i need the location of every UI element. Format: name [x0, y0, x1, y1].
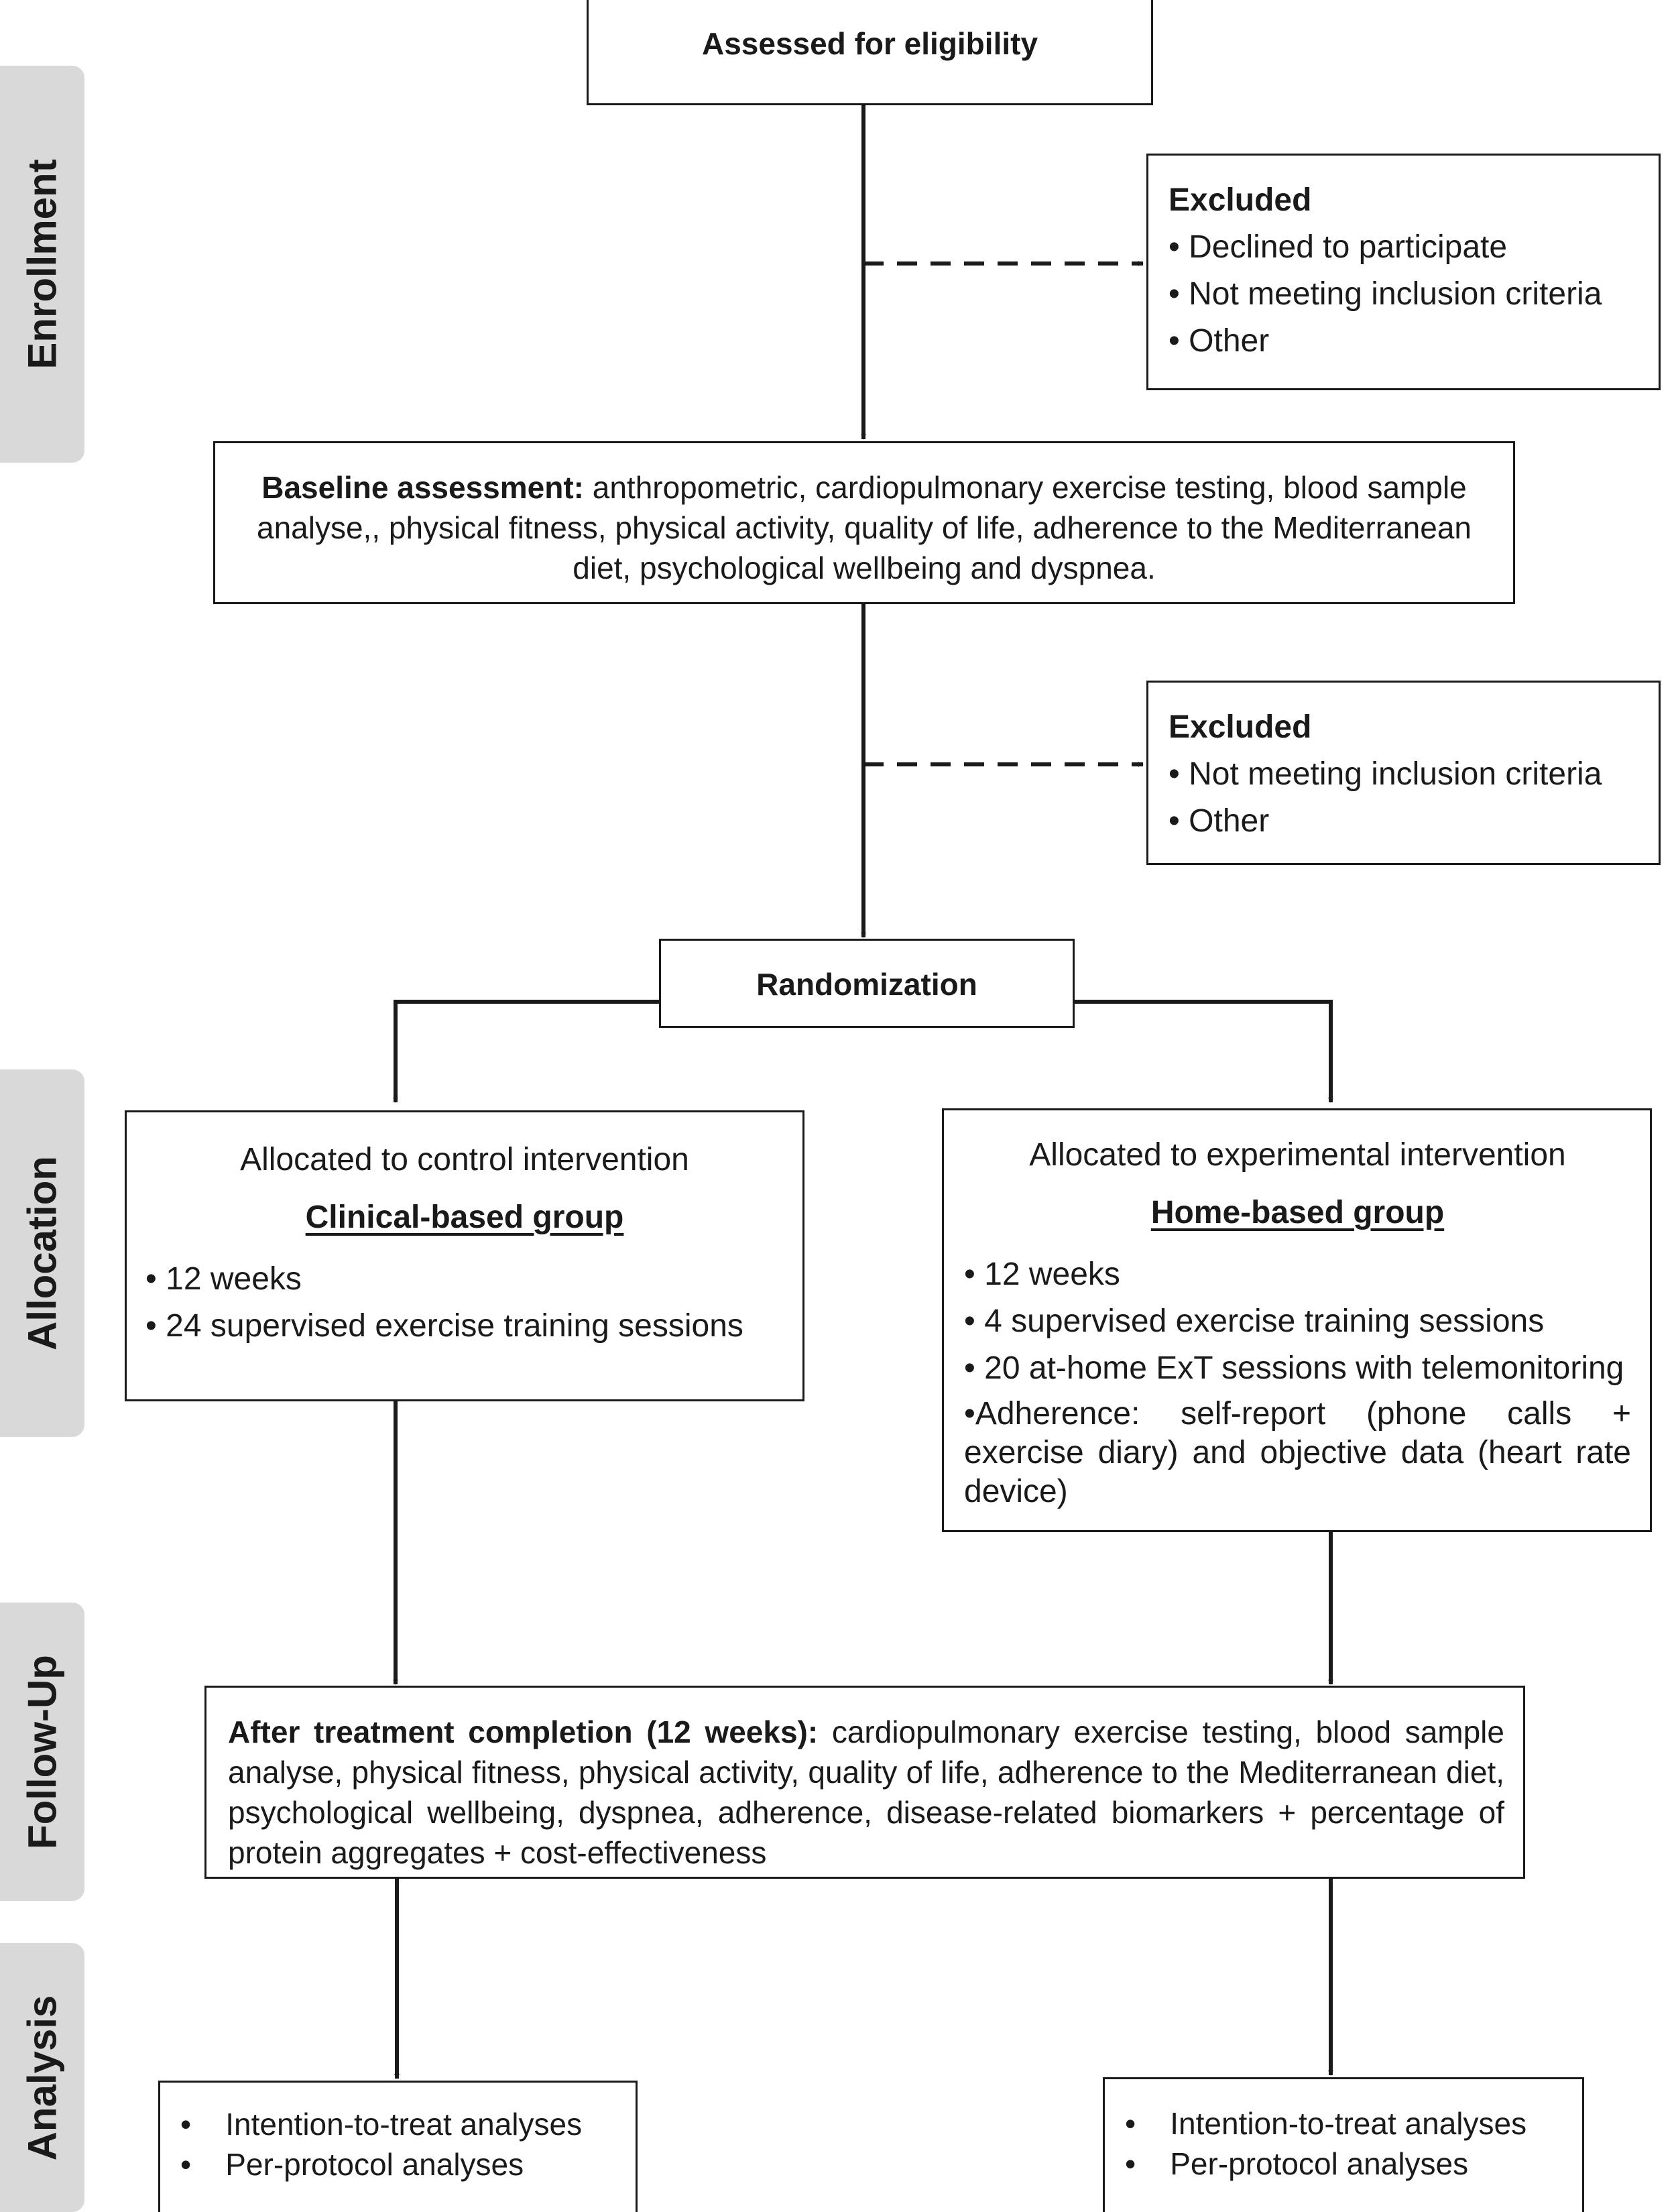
- stage-analysis: Analysis: [0, 1943, 84, 2212]
- arrow-randomization-to-control: [393, 1000, 659, 1103]
- analysis-list: • Intention-to-treat analyses • Per-prot…: [180, 2104, 636, 2185]
- excluded-list: • Declined to participate • Not meeting …: [1169, 224, 1659, 365]
- list-item: • 12 weeks: [145, 1261, 302, 1297]
- excluded-list: • Not meeting inclusion criteria • Other: [1169, 751, 1659, 845]
- excluded-title: Excluded: [1169, 182, 1312, 218]
- experimental-intervention-box: Allocated to experimental intervention H…: [942, 1108, 1652, 1532]
- list-item: • Intention-to-treat analyses: [1125, 2106, 1527, 2141]
- stage-allocation: Allocation: [0, 1069, 84, 1437]
- followup-label: After treatment completion (12 weeks):: [228, 1714, 819, 1749]
- assessed-box: Assessed for eligibility: [587, 0, 1153, 105]
- analysis-box-right: • Intention-to-treat analyses • Per-prot…: [1103, 2077, 1584, 2212]
- analysis-list: • Intention-to-treat analyses • Per-prot…: [1125, 2103, 1582, 2184]
- experimental-list: • 12 weeks • 4 supervised exercise train…: [964, 1251, 1631, 1392]
- stage-enrollment: Enrollment: [0, 66, 84, 463]
- baseline-label: Baseline assessment:: [261, 470, 584, 505]
- followup-box: After treatment completion (12 weeks): c…: [204, 1686, 1525, 1879]
- control-intervention-box: Allocated to control intervention Clinic…: [125, 1110, 804, 1401]
- arrow-randomization-to-experimental: [1075, 1000, 1333, 1103]
- list-item: • 20 at-home ExT sessions with telemonit…: [964, 1350, 1624, 1386]
- list-item: • Not meeting inclusion criteria: [1169, 276, 1602, 312]
- stage-follow-up: Follow-Up: [0, 1603, 84, 1901]
- list-item: • Declined to participate: [1169, 229, 1508, 265]
- followup-text: cardiopulmonary exercise testing, blood …: [228, 1714, 1504, 1870]
- baseline-text: anthropometric, cardiopulmonary exercise…: [257, 470, 1472, 585]
- list-item: • Per-protocol analyses: [1125, 2146, 1469, 2181]
- control-group-name: Clinical-based group: [305, 1200, 624, 1235]
- list-item: • 12 weeks: [964, 1257, 1120, 1292]
- randomization-label: Randomization: [756, 967, 977, 1002]
- list-item: • Other: [1169, 323, 1270, 359]
- control-list: • 12 weeks • 24 supervised exercise trai…: [145, 1256, 784, 1350]
- assessed-label: Assessed for eligibility: [701, 26, 1038, 61]
- baseline-assessment-box: Baseline assessment: anthropometric, car…: [213, 441, 1515, 604]
- analysis-box-left: • Intention-to-treat analyses • Per-prot…: [158, 2081, 638, 2212]
- experimental-group-name: Home-based group: [1150, 1195, 1445, 1230]
- list-item: • Not meeting inclusion criteria: [1169, 756, 1602, 792]
- list-item: • 4 supervised exercise training session…: [964, 1303, 1545, 1339]
- randomization-box: Randomization: [659, 939, 1075, 1028]
- excluded-box-1: Excluded • Declined to participate • Not…: [1146, 154, 1661, 390]
- control-heading: Allocated to control intervention: [240, 1142, 689, 1177]
- list-item: • Other: [1169, 803, 1270, 839]
- excluded-box-2: Excluded • Not meeting inclusion criteri…: [1146, 681, 1661, 865]
- list-item: • Per-protocol analyses: [180, 2147, 524, 2182]
- list-item: • Intention-to-treat analyses: [180, 2107, 583, 2142]
- experimental-adherence: •Adherence: self-report (phone calls + e…: [964, 1396, 1631, 1509]
- list-item: • 24 supervised exercise training sessio…: [145, 1308, 743, 1344]
- experimental-heading: Allocated to experimental intervention: [1029, 1137, 1566, 1173]
- excluded-title: Excluded: [1169, 709, 1312, 745]
